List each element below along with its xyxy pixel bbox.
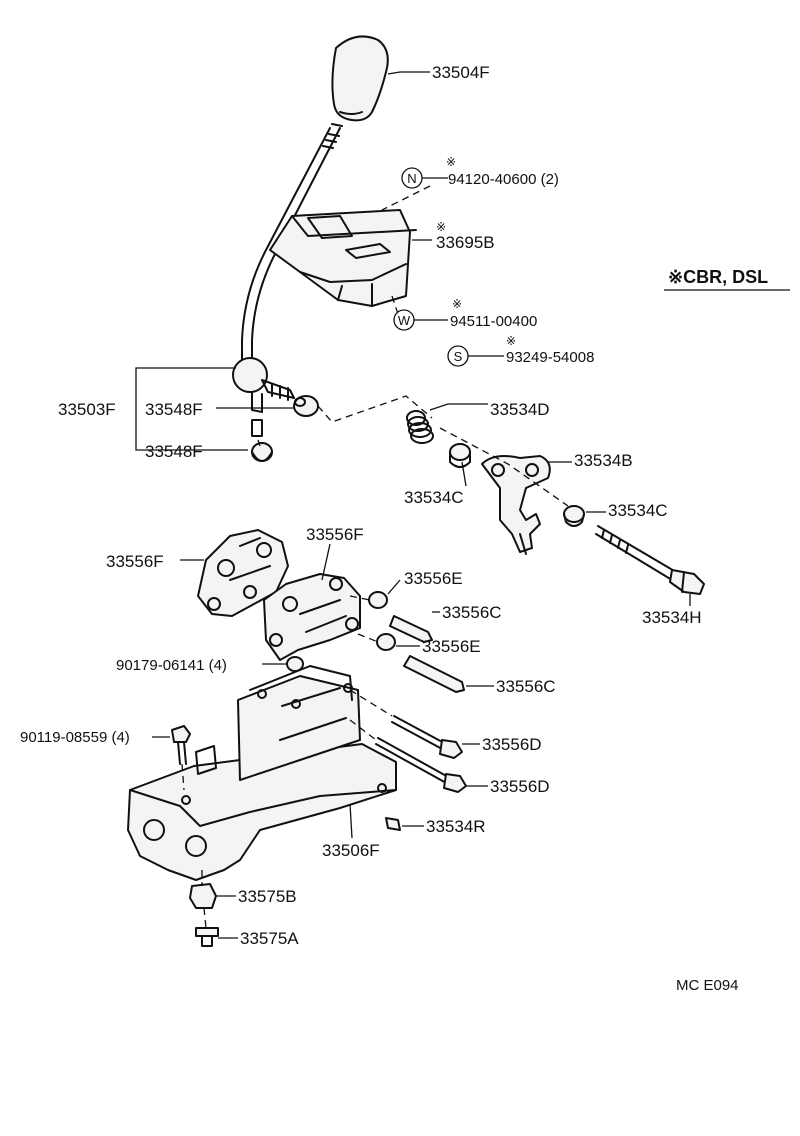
leader-spring — [429, 403, 488, 411]
dash-spring-to-lever — [439, 427, 569, 507]
bush-upper — [293, 395, 319, 417]
lever-pivot-ball — [232, 357, 295, 437]
symbol-s: S — [454, 349, 463, 364]
label-nut: 90179-06141 (4) — [116, 657, 227, 674]
symbol-s-circle — [447, 345, 469, 367]
label-bush-upper: 33548F — [145, 400, 203, 419]
label-pin-lower: 33556C — [496, 677, 556, 696]
label-clip: 33534R — [426, 817, 486, 836]
label-bolt-d-upper: 33556D — [482, 735, 542, 754]
bracket-left — [197, 529, 289, 617]
bush-lower — [251, 442, 273, 462]
collar-e-upper — [368, 591, 388, 609]
bolt-d-lower — [375, 737, 467, 793]
label-collar-upper: 33556E — [404, 569, 463, 588]
retainer — [195, 927, 219, 947]
bush-c-right — [563, 505, 585, 527]
label-spring: 33534D — [490, 400, 550, 419]
label-screw: 93249-54008 — [506, 349, 594, 366]
dash-pivot-to-lower-bush — [257, 439, 261, 447]
label-side-bolt: 90119-08559 (4) — [20, 729, 130, 746]
shift-cover — [269, 209, 417, 307]
note-mark-bolt-n: ※ — [446, 155, 456, 169]
dash-cover-to-washer — [391, 295, 399, 315]
bush-c-left — [449, 443, 471, 468]
label-cover: 33695B — [436, 233, 495, 252]
legend-text: ※CBR, DSL — [668, 267, 768, 287]
label-collar-lower: 33556E — [422, 637, 481, 656]
bolt-d-upper — [391, 715, 463, 759]
label-bracket-left: 33556F — [106, 552, 164, 571]
label-pin-upper: 33556C — [442, 603, 502, 622]
label-lever-sub: 33503F — [58, 400, 116, 419]
collar-e-lower — [376, 633, 396, 651]
dash-bolt-to-housing — [181, 763, 185, 791]
leader-bush-c-left — [461, 461, 467, 487]
label-bush-c-right: 33534C — [608, 501, 668, 520]
label-washer: 94511-00400 — [450, 313, 537, 330]
symbol-w-circle — [393, 309, 415, 331]
label-bolt-d-lower: 33556D — [490, 777, 550, 796]
label-bolt-n: 94120-40600 (2) — [448, 171, 559, 188]
spring — [406, 410, 434, 444]
note-mark-washer: ※ — [452, 297, 462, 311]
label-housing: 33506F — [322, 841, 380, 860]
note-mark-cover: ※ — [436, 220, 446, 234]
leader-housing — [349, 803, 353, 839]
symbol-n-circle — [401, 167, 423, 189]
leader-knob — [387, 71, 430, 75]
side-bolt — [171, 725, 191, 765]
dash-collar-to-bracket — [349, 595, 379, 643]
dash-grommet-to-retainer — [203, 907, 207, 929]
label-lever-b: 33534B — [574, 451, 633, 470]
dash-bush-to-spring — [317, 395, 433, 423]
shift-knob — [331, 35, 389, 122]
shift-lever-rod — [241, 123, 343, 361]
symbol-w: W — [398, 313, 411, 328]
footer-code: MC E094 — [676, 977, 739, 994]
bracket-top — [263, 573, 361, 661]
symbol-n: N — [407, 171, 416, 186]
dash-bolt-to-cover — [381, 185, 431, 211]
clip-r — [385, 817, 401, 831]
dash-bolts-to-housing — [349, 689, 393, 741]
label-retainer: 33575A — [240, 929, 299, 948]
label-bracket-top: 33556F — [306, 525, 364, 544]
select-lever — [481, 455, 551, 555]
label-shaft: 33534H — [642, 608, 702, 627]
label-bush-c-left: 33534C — [404, 488, 464, 507]
pin-c-lower — [403, 655, 465, 693]
grommet — [189, 883, 217, 909]
shift-housing — [127, 665, 397, 881]
label-grommet: 33575B — [238, 887, 297, 906]
label-knob: 33504F — [432, 63, 490, 82]
leader-lever-bracket — [135, 367, 248, 451]
note-mark-screw: ※ — [506, 334, 516, 348]
leader-bracket-top — [321, 543, 331, 581]
leader-collar-upper — [387, 579, 401, 595]
select-shaft — [595, 525, 705, 595]
label-bush-lower: 33548F — [145, 442, 203, 461]
pin-c-upper — [389, 615, 433, 643]
